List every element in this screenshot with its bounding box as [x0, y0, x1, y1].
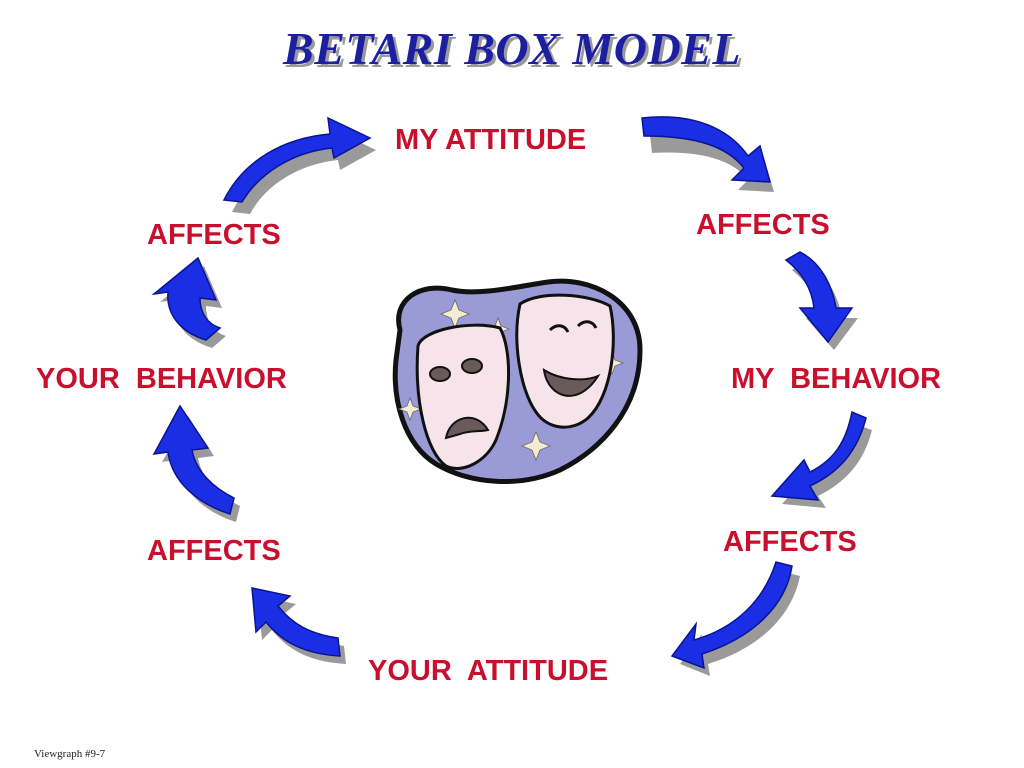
arrow-right-upper — [784, 251, 858, 350]
arrow-top-left — [222, 116, 376, 214]
label-affects-bottom-left: AFFECTS — [147, 535, 281, 567]
label-affects-bottom-right: AFFECTS — [723, 526, 857, 558]
slide-title: BETARI BOX MODEL — [283, 23, 741, 74]
arrow-left-lower — [152, 404, 240, 522]
theater-masks-icon — [392, 278, 643, 484]
label-your-attitude: YOUR ATTITUDE — [368, 655, 609, 687]
label-affects-top-left: AFFECTS — [147, 219, 281, 251]
arrow-bottom-left — [251, 587, 346, 664]
viewgraph-footer: Viewgraph #9-7 — [34, 748, 106, 760]
label-my-attitude: MY ATTITUDE — [395, 124, 587, 156]
arrow-top-right — [641, 116, 774, 192]
label-affects-top-right: AFFECTS — [696, 209, 830, 241]
label-your-behavior: YOUR BEHAVIOR — [36, 363, 287, 395]
label-my-behavior: MY BEHAVIOR — [731, 363, 942, 395]
arrow-bottom-right — [670, 561, 800, 676]
arrow-right-lower — [770, 410, 872, 508]
arrow-left-upper — [151, 256, 226, 348]
